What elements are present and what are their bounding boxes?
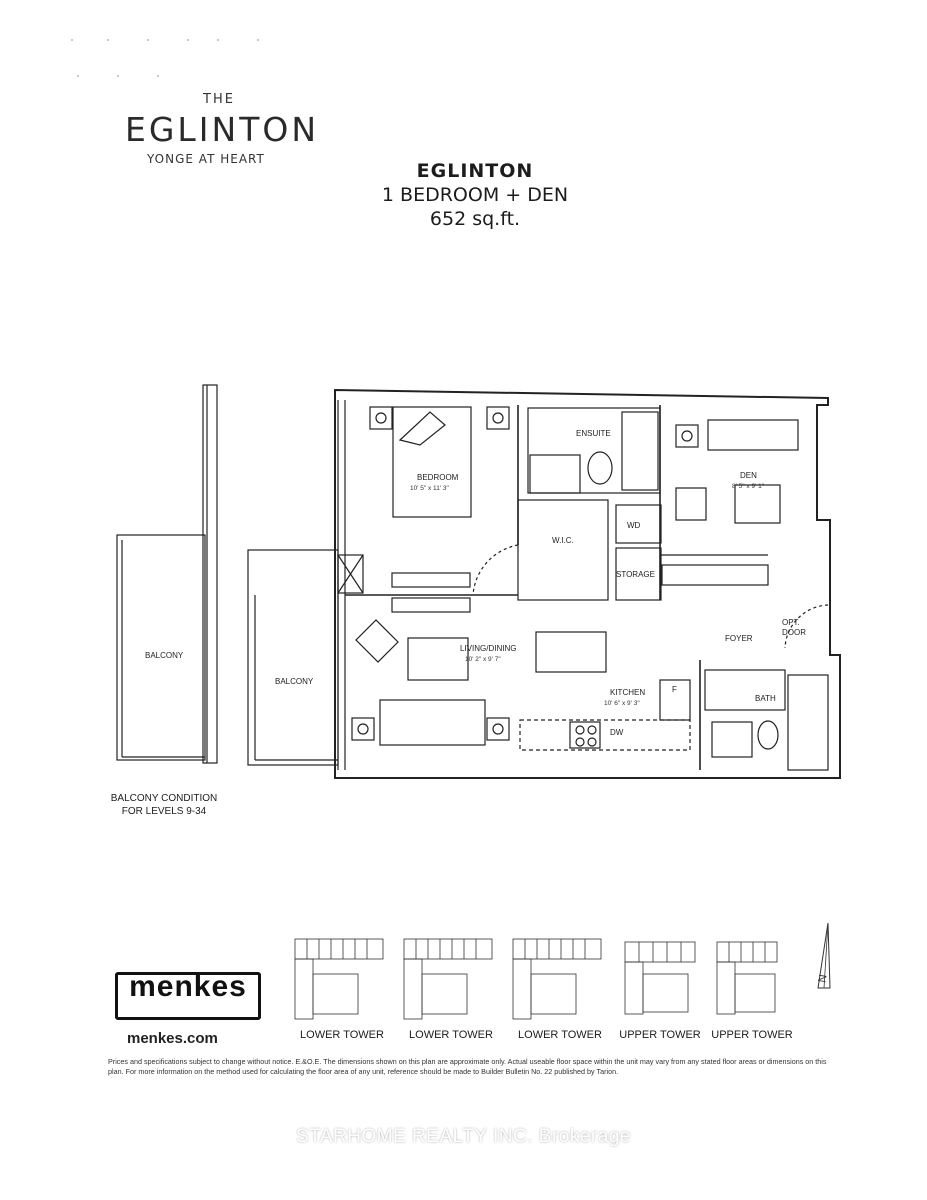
opt-door-label-1: OPT. <box>782 618 800 627</box>
room-storage-label: STORAGE <box>616 570 655 579</box>
balcony-condition-line-1: BALCONY CONDITION <box>110 793 218 804</box>
alt-balcony-label: BALCONY <box>145 651 184 660</box>
brokerage-watermark: STARHOME REALTY INC. Brokerage <box>296 1126 631 1147</box>
unit-type: 1 BEDROOM + DEN <box>381 184 569 206</box>
opt-door-label-2: DOOR <box>782 628 806 637</box>
room-bedroom-label: BEDROOM <box>417 473 459 482</box>
key-plan-1-label: LOWER TOWER <box>300 1029 384 1041</box>
key-plan-2-diagram <box>403 938 493 1020</box>
key-plan-5-diagram <box>716 941 778 1015</box>
key-plan-5-label: UPPER TOWER <box>711 1029 793 1041</box>
unit-title-block: EGLINTON 1 BEDROOM + DEN 652 sq.ft. <box>360 160 590 230</box>
room-bedroom-dims: 10' 5" x 11' 3" <box>410 485 449 492</box>
menkes-logo: menkes <box>129 970 247 1003</box>
balcony-condition-note: BALCONY CONDITION FOR LEVELS 9-34 <box>104 792 224 818</box>
key-plan-5: UPPER TOWER <box>697 934 807 1041</box>
alt-balcony-plan <box>116 384 218 764</box>
key-plan-1-diagram <box>294 938 384 1020</box>
key-plan-3-label: LOWER TOWER <box>518 1029 602 1041</box>
room-wic-label: W.I.C. <box>552 536 574 545</box>
brand-name: EGLINTON <box>125 110 320 149</box>
key-plan-1: LOWER TOWER <box>287 934 397 1041</box>
key-plan-2-label: LOWER TOWER <box>409 1029 493 1041</box>
unit-outline <box>334 388 841 779</box>
main-balcony-label: BALCONY <box>275 677 314 686</box>
north-label: N <box>816 974 829 984</box>
brand-the: THE <box>203 92 235 107</box>
room-living-dims: 10' 2" x 9' 7" <box>465 656 501 663</box>
menkes-logo-frame <box>115 972 261 1020</box>
room-bath-label: BATH <box>755 694 776 703</box>
room-foyer-label: FOYER <box>725 634 753 643</box>
floor-plan: BEDROOM 10' 5" x 11' 3" ENSUITE DEN 8' 5… <box>116 384 841 779</box>
brand-tagline: YONGE AT HEART <box>147 152 265 166</box>
key-plan-4-diagram <box>624 941 696 1015</box>
room-kitchen-dims: 10' 6" x 9' 3" <box>604 700 640 707</box>
main-balcony <box>247 549 339 766</box>
disclaimer-text: Prices and specifications subject to cha… <box>108 1057 827 1076</box>
dishwasher-label: DW <box>610 728 624 737</box>
north-arrow-icon: N <box>816 922 831 989</box>
menkes-url: menkes.com <box>127 1030 218 1047</box>
unit-name: EGLINTON <box>416 160 534 182</box>
room-kitchen-label: KITCHEN <box>610 688 645 697</box>
key-plan-3-diagram <box>512 938 602 1020</box>
room-den-label: DEN <box>740 471 757 480</box>
key-plan-2: LOWER TOWER <box>396 934 506 1041</box>
unit-area: 652 sq.ft. <box>429 208 521 230</box>
room-wd-label: WD <box>627 521 641 530</box>
key-plan-3: LOWER TOWER <box>505 934 615 1041</box>
scan-speckles <box>71 39 259 77</box>
room-den-dims: 8' 5" x 9' 1" <box>732 483 765 490</box>
fridge-label: F <box>672 685 677 694</box>
room-living-label: LIVING/DINING <box>460 644 516 653</box>
room-ensuite-label: ENSUITE <box>576 429 611 438</box>
key-plan-4: UPPER TOWER <box>605 934 715 1041</box>
key-plan-4-label: UPPER TOWER <box>619 1029 701 1041</box>
balcony-condition-line-2: FOR LEVELS 9-34 <box>121 806 207 817</box>
